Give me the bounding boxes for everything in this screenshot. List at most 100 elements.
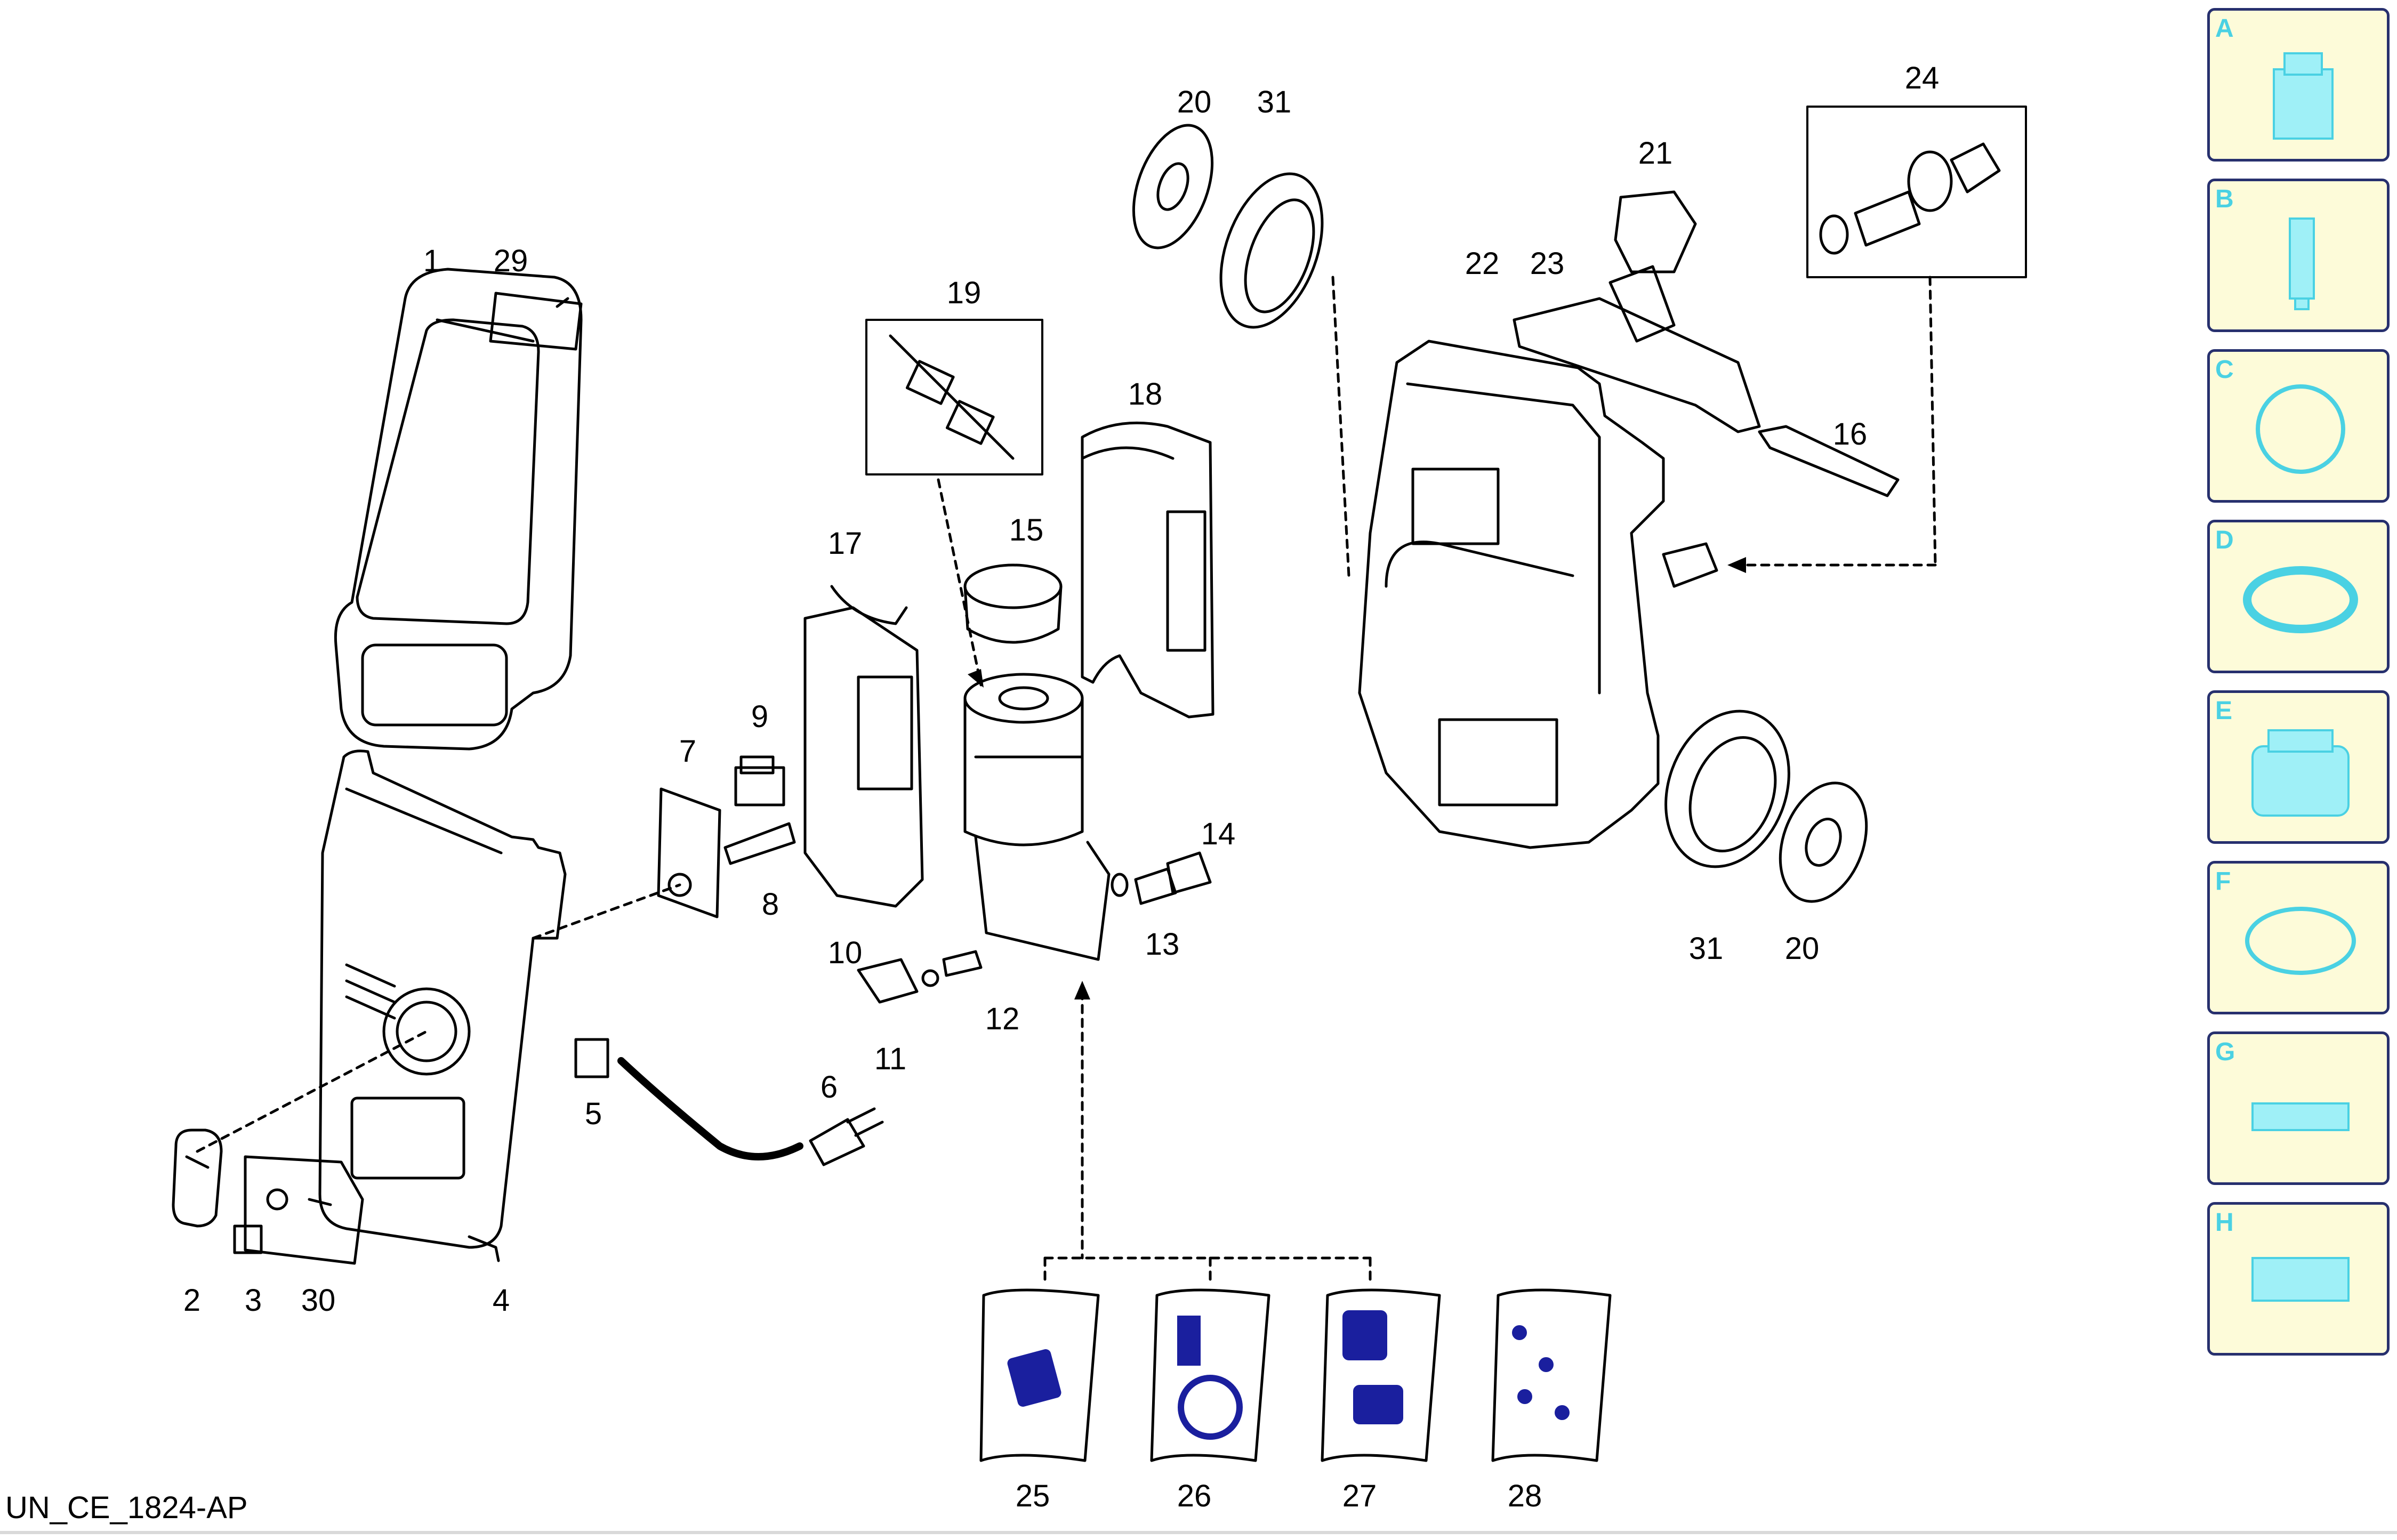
part-19-box bbox=[865, 319, 1043, 475]
part-20-hubcap-bottom bbox=[1779, 781, 1868, 903]
part-31-wheel-bottom bbox=[1664, 709, 1790, 868]
sidebar-card-f[interactable]: F bbox=[2207, 861, 2390, 1014]
connector-icon bbox=[2273, 52, 2334, 140]
kit-25-part bbox=[1007, 1349, 1061, 1407]
card-letter: D bbox=[2215, 526, 2234, 554]
cylinder-icon bbox=[2289, 217, 2315, 310]
part-6-cord bbox=[617, 1057, 884, 1166]
part-label-27: 27 bbox=[1342, 1479, 1377, 1513]
part-label-31-top: 31 bbox=[1257, 85, 1292, 119]
part-20-hubcap-top bbox=[1132, 124, 1214, 249]
arrow-down-icon bbox=[968, 669, 984, 688]
arrow-up-icon bbox=[1074, 981, 1090, 999]
part-12-motor-pump bbox=[963, 673, 1111, 961]
part-23-handle bbox=[1513, 265, 1761, 433]
part-13-fitting bbox=[1111, 851, 1212, 905]
part-label-5: 5 bbox=[584, 1096, 602, 1131]
part-label-18: 18 bbox=[1128, 377, 1163, 412]
sidebar-card-e[interactable]: E bbox=[2207, 690, 2390, 844]
part-label-10: 10 bbox=[827, 936, 863, 970]
part-30-panel bbox=[244, 1155, 364, 1265]
part-15-ring bbox=[963, 563, 1063, 644]
part-label-15: 15 bbox=[1009, 513, 1044, 547]
part-22-frame bbox=[1358, 340, 1665, 849]
part-label-26: 26 bbox=[1177, 1479, 1212, 1513]
part-label-2: 2 bbox=[183, 1283, 201, 1318]
part-16-strip bbox=[1758, 425, 1900, 497]
part-24-box bbox=[1806, 106, 2027, 278]
part-label-8: 8 bbox=[761, 887, 779, 922]
kit-bag-26 bbox=[1150, 1288, 1270, 1462]
sidebar-card-b[interactable]: B bbox=[2207, 179, 2390, 332]
part-4-lower-housing bbox=[318, 749, 567, 1262]
part-label-11: 11 bbox=[874, 1042, 907, 1076]
part-label-29: 29 bbox=[493, 244, 528, 278]
part-21-clip bbox=[1614, 190, 1697, 273]
kit-28-part-b bbox=[1539, 1357, 1554, 1372]
kit-27-part-b bbox=[1353, 1385, 1403, 1424]
card-letter: F bbox=[2215, 867, 2231, 896]
o-ring-icon bbox=[2245, 907, 2356, 975]
part-31-wheel-top bbox=[1219, 172, 1324, 329]
part-label-20-bottom: 20 bbox=[1784, 931, 1820, 966]
sidebar-card-a[interactable]: A bbox=[2207, 8, 2390, 162]
part-label-31-bottom: 31 bbox=[1688, 931, 1724, 966]
part-label-4: 4 bbox=[492, 1283, 510, 1318]
part-label-16: 16 bbox=[1832, 417, 1868, 451]
part-label-7: 7 bbox=[679, 734, 697, 769]
part-2-knob bbox=[172, 1128, 223, 1228]
diagram-code: UN_CE_1824-AP bbox=[5, 1490, 248, 1525]
part-label-23: 23 bbox=[1530, 246, 1565, 281]
sidebar-card-g[interactable]: G bbox=[2207, 1031, 2390, 1185]
kit-bracket bbox=[1043, 990, 1372, 1281]
seal-ring-icon bbox=[2243, 566, 2358, 633]
kit-28-part-c bbox=[1517, 1389, 1532, 1404]
arrow-left-icon bbox=[1727, 557, 1746, 573]
gasket-ring-icon bbox=[2256, 384, 2345, 474]
divider bbox=[0, 1531, 2397, 1534]
part-29-grip bbox=[489, 292, 583, 351]
part-label-21: 21 bbox=[1638, 136, 1673, 171]
part-label-13: 13 bbox=[1145, 927, 1180, 962]
card-letter: B bbox=[2215, 185, 2234, 213]
part-8-connector bbox=[723, 822, 796, 865]
part-7-plate bbox=[657, 787, 721, 918]
kit-28-part-d bbox=[1555, 1405, 1570, 1420]
part-label-22: 22 bbox=[1465, 246, 1500, 281]
block-icon bbox=[2251, 1257, 2350, 1302]
part-9-switch bbox=[734, 755, 785, 807]
card-letter: C bbox=[2215, 356, 2234, 384]
card-letter: E bbox=[2215, 697, 2233, 725]
part-label-19: 19 bbox=[946, 276, 982, 310]
part-label-9: 9 bbox=[751, 699, 769, 734]
card-letter: H bbox=[2215, 1208, 2234, 1237]
part-label-17: 17 bbox=[827, 526, 863, 561]
part-1-upper-cover bbox=[334, 268, 583, 751]
kit-26-part bbox=[1177, 1316, 1201, 1366]
sidebar-card-h[interactable]: H bbox=[2207, 1202, 2390, 1356]
part-17-motor-housing bbox=[803, 585, 924, 908]
part-18-cover-shell bbox=[1081, 421, 1214, 719]
sidebar-card-c[interactable]: C bbox=[2207, 349, 2390, 503]
card-letter: G bbox=[2215, 1038, 2235, 1066]
part-label-14: 14 bbox=[1201, 817, 1236, 851]
kit-26-oring bbox=[1178, 1375, 1243, 1440]
kit-bag-28 bbox=[1491, 1288, 1612, 1462]
part-label-25: 25 bbox=[1015, 1479, 1050, 1513]
part-label-12: 12 bbox=[985, 1002, 1020, 1036]
part-11-nozzle bbox=[857, 950, 983, 1004]
inlet-fitting bbox=[1662, 542, 1718, 588]
sidebar-card-d[interactable]: D bbox=[2207, 520, 2390, 673]
part-label-6: 6 bbox=[820, 1070, 838, 1104]
kit-bag-25 bbox=[979, 1288, 1100, 1462]
part-label-1: 1 bbox=[423, 244, 441, 278]
kit-bag-27 bbox=[1321, 1288, 1441, 1462]
part-label-3: 3 bbox=[244, 1283, 262, 1318]
kit-28-part-a bbox=[1512, 1325, 1527, 1340]
part-3-switch bbox=[233, 1224, 263, 1254]
card-letter: A bbox=[2215, 14, 2234, 43]
piston-seal-icon bbox=[2251, 729, 2350, 817]
part-label-30: 30 bbox=[301, 1283, 336, 1318]
clip-icon bbox=[2251, 1102, 2350, 1131]
